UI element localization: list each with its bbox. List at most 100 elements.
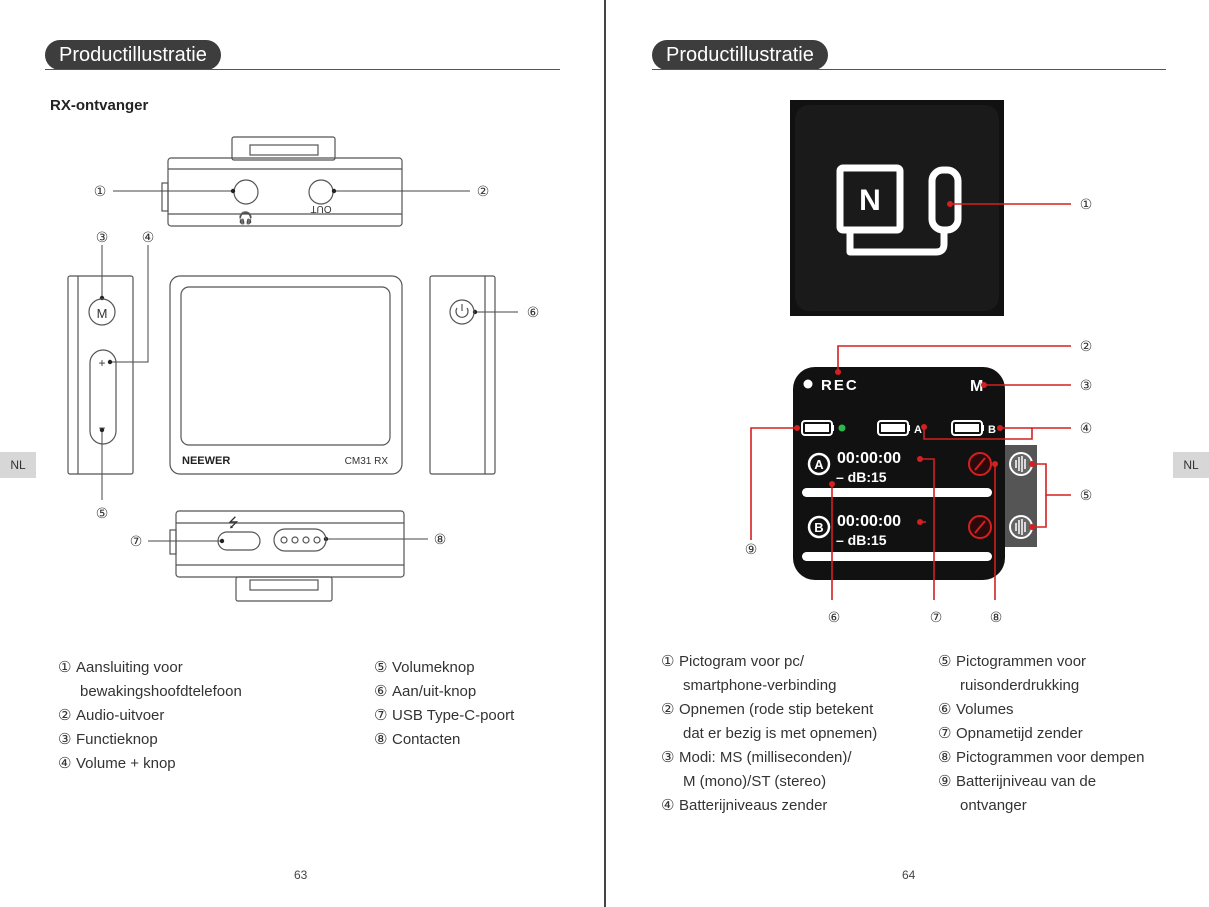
callout-7: ⑦ (930, 609, 943, 625)
callout-8: ⑧ (990, 609, 1003, 625)
callout-5: ⑤ (96, 505, 109, 521)
top-body (167, 157, 403, 227)
usb-icon: ⭍ (228, 515, 239, 530)
power-icon (455, 307, 469, 318)
noise-icon-a (1009, 452, 1033, 476)
bottom-view (169, 510, 405, 602)
channel-a-badge (807, 452, 831, 476)
headphone-jack (233, 179, 259, 205)
legend-item-cont: ruisonderdrukking (960, 677, 1080, 694)
channel-b-badge (807, 515, 831, 539)
channel-b-letter: B (814, 520, 823, 535)
callout-2: ② (477, 183, 490, 199)
connection-icon (836, 164, 962, 256)
section-header: Productillustratie (45, 40, 221, 70)
right-page: Productillustratie NL N REC M A B (605, 0, 1209, 907)
legend-item-cont: dat er bezig is met opnemen) (683, 725, 878, 742)
language-tab: NL (1173, 452, 1209, 478)
volume-bar-a (802, 488, 992, 497)
time-a: 00:00:00 (837, 450, 901, 467)
red-leaders (750, 203, 1071, 600)
callout-1: ① (1080, 196, 1093, 212)
clip-top (231, 136, 336, 161)
out-jack (308, 179, 334, 205)
battery-a-label: A (914, 424, 922, 436)
clip-slot (249, 144, 319, 156)
right-side-view (429, 275, 496, 475)
power-button (449, 299, 475, 325)
out-label: OUT (310, 203, 331, 214)
contacts (273, 528, 327, 552)
channel-a-letter: A (814, 457, 824, 472)
legend-item-cont: smartphone-verbinding (683, 677, 837, 694)
volume-bar-b (802, 552, 992, 561)
battery-b-label: B (988, 424, 996, 436)
callout-9: ⑨ (745, 541, 758, 557)
headphone-icon: 🎧 (238, 211, 253, 225)
side-nub (161, 182, 169, 212)
callout-8: ⑧ (434, 531, 447, 547)
usb-c-port (217, 531, 261, 551)
legend-item-cont: bewakingshoofdtelefoon (80, 683, 242, 700)
callout-4: ④ (142, 229, 155, 245)
model-label: CM31 RX (345, 456, 389, 467)
subtitle: RX-ontvanger (50, 97, 149, 114)
callout-6: ⑥ (828, 609, 841, 625)
callout-1: ① (94, 183, 107, 199)
rec-dot (803, 379, 813, 389)
db-b: – dB:15 (836, 532, 887, 548)
callout-7: ⑦ (130, 533, 143, 549)
section-header: Productillustratie (652, 40, 828, 70)
callout-3: ③ (1080, 377, 1093, 393)
green-indicator (838, 424, 846, 432)
display-diagram: N REC M A B A 00:00:00 – dB:15 B 00: (745, 100, 1093, 625)
minus-label: − (98, 421, 105, 435)
callout-5: ⑤ (1080, 487, 1093, 503)
left-side-view (67, 275, 134, 475)
header-rule (45, 69, 560, 70)
screen (793, 367, 1005, 580)
mode-button-label: M (97, 306, 108, 321)
language-tab: NL (0, 452, 36, 478)
plus-label: + (98, 356, 105, 370)
left-page: Productillustratie RX-ontvanger NL 🎧 OUT (0, 0, 605, 907)
callout-2: ② (1080, 338, 1093, 354)
legend-item-cont: ontvanger (960, 797, 1027, 814)
volume-rocker (89, 349, 117, 445)
header-rule (652, 69, 1166, 70)
page-number: 63 (294, 868, 308, 882)
db-a: – dB:15 (836, 469, 887, 485)
brand-logo: NEEWER (182, 455, 230, 467)
time-b: 00:00:00 (837, 513, 901, 530)
callout-3: ③ (96, 229, 109, 245)
rec-label: REC (821, 377, 859, 394)
callout-6: ⑥ (527, 304, 540, 320)
top-view (161, 136, 403, 227)
front-view (169, 275, 403, 475)
page-number: 64 (902, 868, 916, 882)
pc-icon-letter: N (859, 184, 881, 217)
mode-button (88, 298, 116, 326)
noise-icon-b (1009, 515, 1033, 539)
